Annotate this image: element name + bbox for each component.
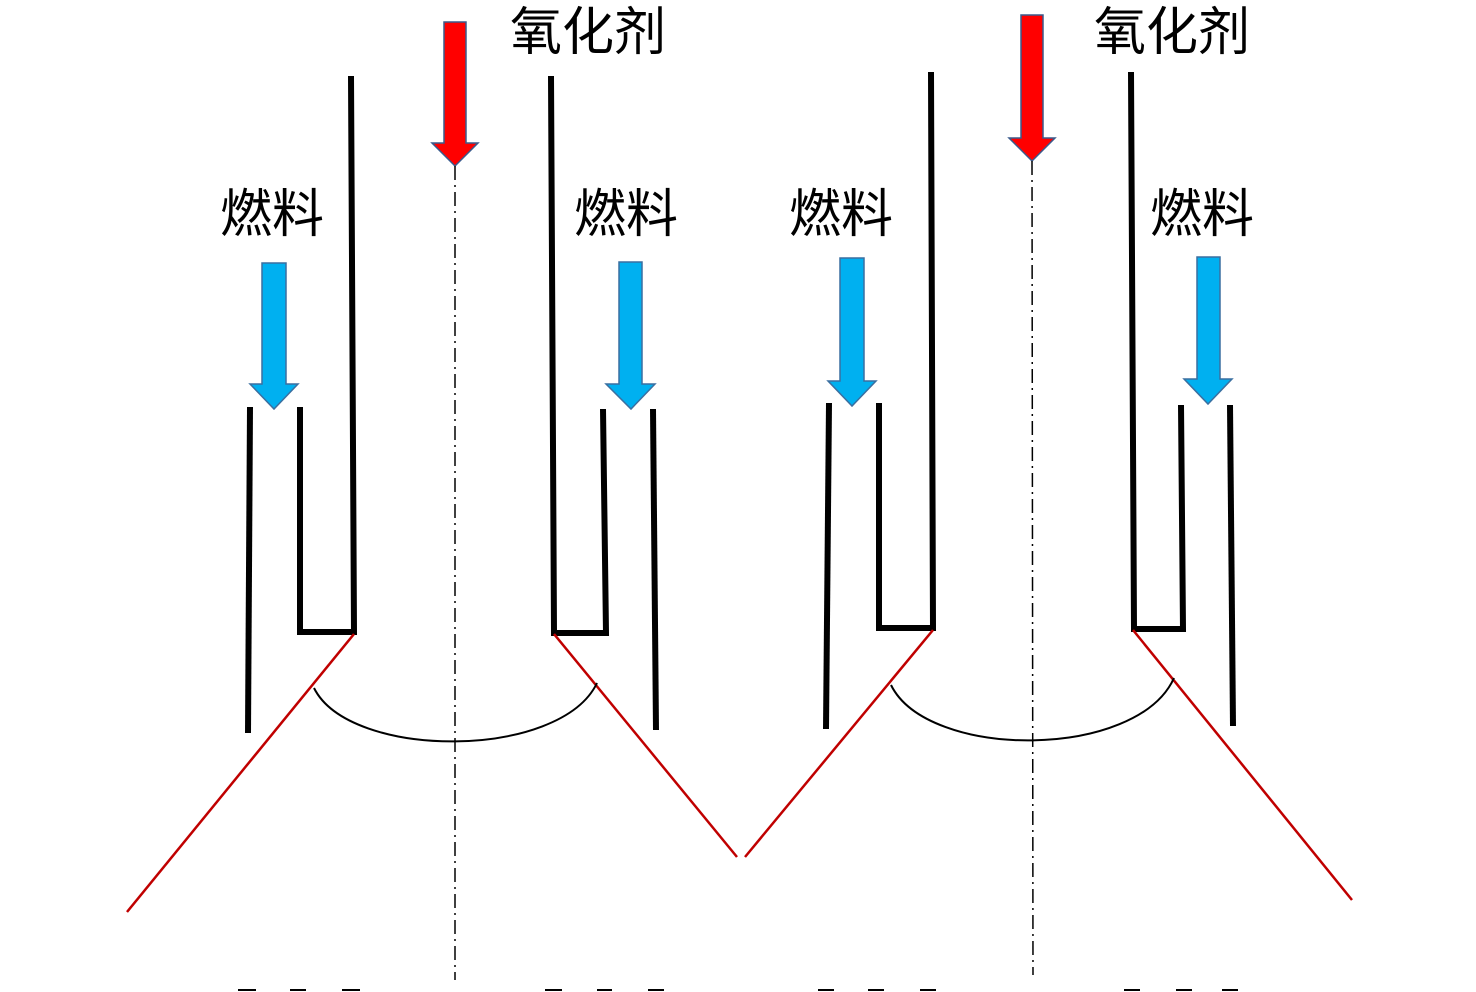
left-inner-wall-left [297,75,358,635]
left-fuel-label-b: 燃料 [574,185,678,245]
right-fuel-label-a: 燃料 [789,185,893,245]
left-fuel-arrow-a [248,262,300,411]
left-injector: 氧化剂 燃料 燃料 [126,3,738,980]
left-fuel-arrow-b [604,261,657,411]
right-inner-wall-right [1128,71,1187,632]
right-outer-wall-right [1227,404,1236,727]
right-spray-line-left [744,629,934,858]
right-outer-wall-left [823,402,832,730]
right-oxidizer-arrow [1007,14,1057,163]
right-oxidizer-label: 氧化剂 [1094,3,1250,63]
right-inner-wall-left [876,71,937,631]
right-center-axis [1031,160,1034,976]
left-fuel-label-a: 燃料 [220,185,324,245]
right-cone-angle-arc [890,677,1175,742]
right-injector: 氧化剂 燃料 燃料 [744,3,1353,976]
left-oxidizer-arrow [430,21,480,168]
left-cone-angle-arc [313,682,598,743]
left-outer-wall-right [650,408,659,731]
right-spray-line-right [1132,629,1353,901]
right-fuel-arrow-a [826,257,878,408]
left-spray-line-left [126,633,355,913]
right-fuel-label-b: 燃料 [1150,185,1254,245]
left-spray-line-right [553,633,738,858]
left-oxidizer-label: 氧化剂 [510,3,666,63]
left-inner-wall-right [548,75,610,636]
right-fuel-arrow-b [1182,256,1234,406]
left-outer-wall-left [245,406,253,734]
